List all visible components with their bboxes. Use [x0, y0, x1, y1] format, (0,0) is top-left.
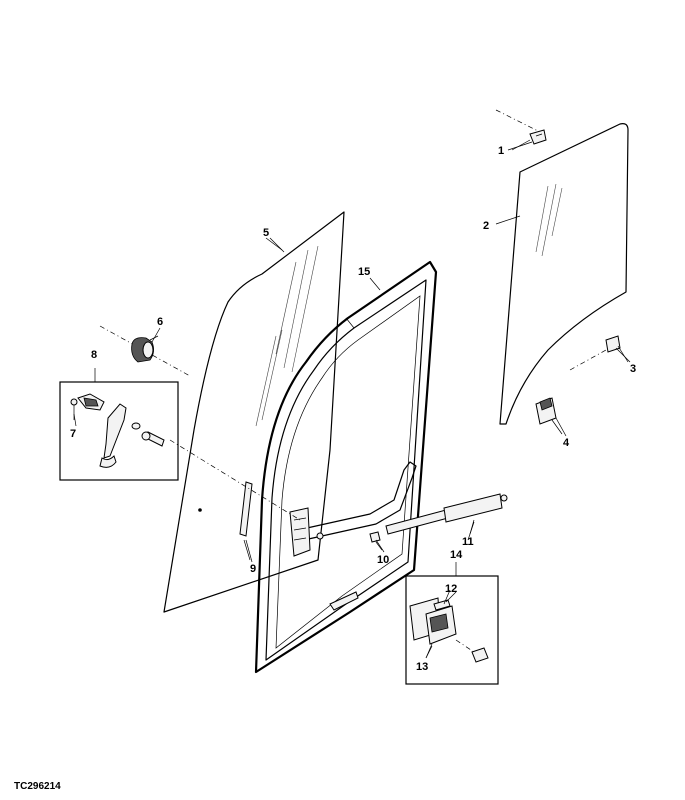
latch-assembly-box-14 [405, 562, 499, 685]
callout-1: 1 [498, 145, 504, 157]
door-glass-5 [163, 211, 345, 613]
callout-9: 9 [250, 563, 256, 575]
callout-12: 12 [445, 583, 457, 595]
callout-14: 14 [450, 549, 463, 561]
callout-8: 8 [91, 349, 97, 361]
bracket-1 [495, 109, 547, 151]
bumper-6 [99, 325, 191, 377]
callout-5: 5 [263, 227, 269, 239]
assembly-axis [169, 439, 301, 521]
strap-9 [239, 481, 253, 561]
callout-3: 3 [630, 363, 636, 375]
callout-11: 11 [462, 536, 474, 548]
figure-reference-code: TC296214 [14, 781, 61, 792]
bushing-10 [369, 531, 383, 551]
glass-panel-2 [499, 123, 629, 425]
callout-10: 10 [377, 554, 389, 566]
window-regulator [289, 461, 417, 557]
leader-lines [73, 141, 631, 659]
callout-4: 4 [563, 437, 570, 449]
clip-3 [569, 335, 629, 371]
callout-7: 7 [70, 428, 76, 440]
callout-13: 13 [416, 661, 428, 673]
door-frame-15 [254, 260, 438, 674]
callout-2: 2 [483, 220, 489, 232]
latch-4 [535, 397, 567, 437]
callout-15: 15 [358, 266, 370, 278]
handle-assembly-box-8 [59, 368, 179, 481]
callout-6: 6 [157, 316, 163, 328]
